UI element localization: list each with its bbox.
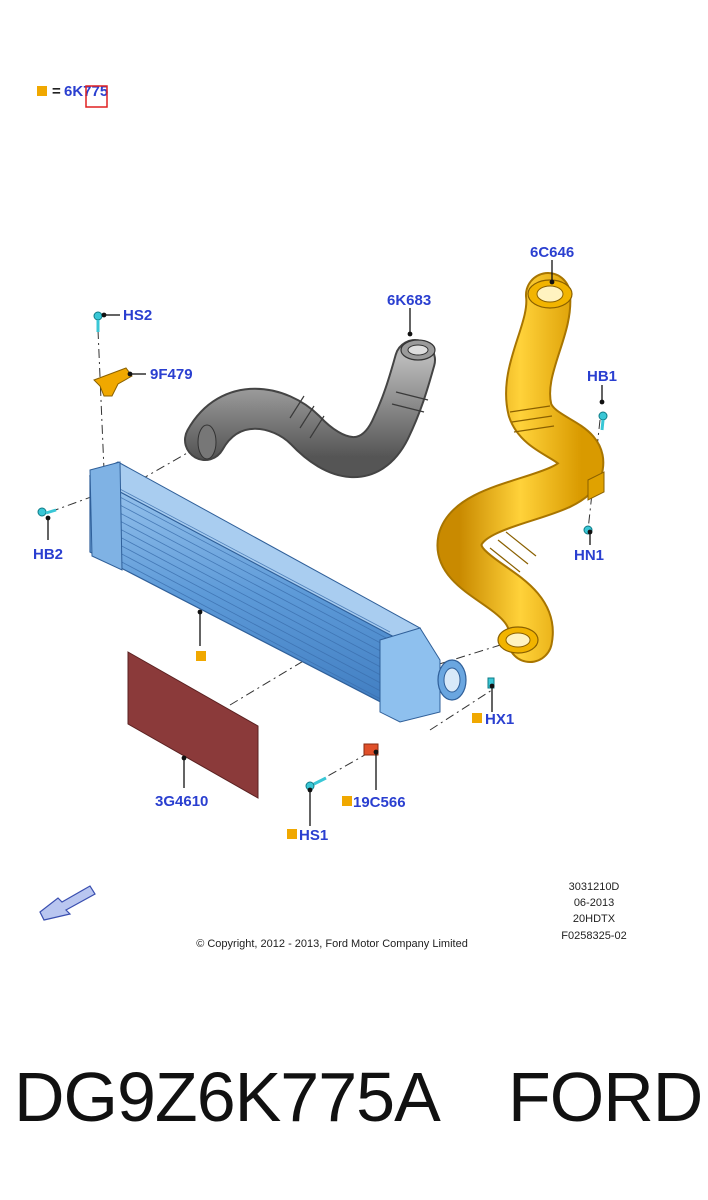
bolt-hb2-icon (37, 507, 57, 517)
exploded-parts-diagram: = 6K775 (33, 83, 627, 950)
bolt-hb1-icon (598, 411, 608, 431)
label-hb1[interactable]: HB1 (587, 368, 617, 385)
meta-line-1: 3031210D (569, 881, 620, 893)
leader-lines (45, 260, 605, 826)
deflector-panel (127, 651, 259, 799)
label-9f479[interactable]: 9F479 (150, 366, 193, 383)
marker-intercooler-icon (196, 651, 206, 661)
label-hx1[interactable]: HX1 (485, 711, 514, 728)
bracket-9f479 (93, 367, 133, 397)
label-6c646[interactable]: 6C646 (530, 244, 574, 261)
copyright-notice: © Copyright, 2012 - 2013, Ford Motor Com… (196, 938, 468, 950)
hose-6c646 (436, 272, 605, 663)
part-markers (196, 651, 482, 839)
drawing-metadata: 3031210D 06-2013 20HDTX F0258325-02 (561, 881, 626, 942)
marker-hx1-icon (472, 713, 482, 723)
assembly-lines (49, 329, 601, 786)
meta-line-3: 20HDTX (573, 913, 616, 925)
legend-equals: = (52, 83, 61, 100)
label-6k683[interactable]: 6K683 (387, 292, 431, 309)
footer-part-number: DG9Z6K775A (14, 1058, 441, 1136)
label-hn1[interactable]: HN1 (574, 547, 604, 564)
meta-line-2: 06-2013 (574, 897, 614, 909)
label-hs1[interactable]: HS1 (299, 827, 328, 844)
orientation-arrow-icon (39, 885, 96, 921)
label-3g4610[interactable]: 3G4610 (155, 793, 208, 810)
meta-line-4: F0258325-02 (561, 930, 626, 942)
part-labels: HS2 9F479 HB2 6K683 6C646 HB1 HN1 HX1 3G… (33, 244, 617, 844)
marker-hs1-icon (287, 829, 297, 839)
label-hs2[interactable]: HS2 (123, 307, 152, 324)
footer-brand: FORD (508, 1058, 703, 1136)
clip-19c566-icon (363, 743, 379, 756)
hose-6k683 (184, 339, 436, 478)
label-hb2[interactable]: HB2 (33, 546, 63, 563)
legend-marker-icon (37, 86, 47, 96)
selection-highlight-box (85, 85, 108, 108)
bolt-hs2-icon (93, 311, 103, 332)
label-19c566[interactable]: 19C566 (353, 794, 406, 811)
legend: = 6K775 (37, 83, 108, 108)
marker-19c566-icon (342, 796, 352, 806)
intercooler (88, 461, 467, 723)
